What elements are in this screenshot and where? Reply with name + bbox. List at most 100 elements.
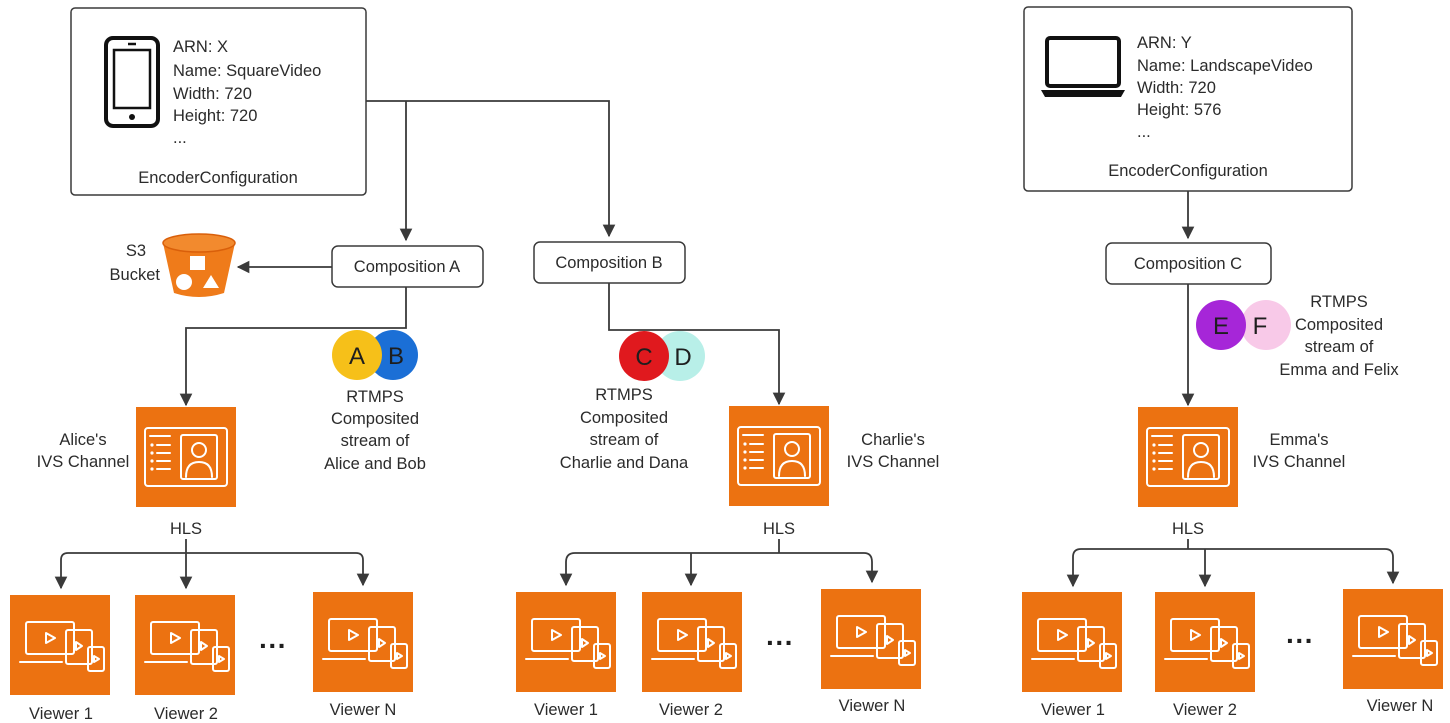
edge-hls-3-bar: [1072, 548, 1394, 558]
phone-icon: [104, 36, 160, 128]
viewer-1-label: Viewer 1: [534, 701, 598, 719]
viewer-ellipsis: ···: [1286, 625, 1314, 656]
encoder-y-width: Width: 720: [1137, 79, 1216, 97]
encoder-config-x: ARN: X Name: SquareVideo Width: 720 Heig…: [70, 7, 367, 196]
s3-bucket-icon: [162, 233, 236, 297]
viewer-group-1: ··· Viewer 1 Viewer 2 Viewer N: [10, 592, 413, 723]
ivs-channel-alice: Alice's IVS Channel HLS: [37, 407, 236, 538]
encoder-config-y: ARN: Y Name: LandscapeVideo Width: 720 H…: [1023, 6, 1353, 192]
participant-d-letter: D: [674, 344, 691, 371]
composition-c: Composition C: [1105, 242, 1272, 285]
participant-d-avatar: [655, 331, 705, 381]
participant-e-letter: E: [1213, 313, 1229, 340]
ivs-channel-icon: [729, 406, 829, 506]
channel-emma-hls: HLS: [1172, 520, 1204, 538]
caption-ef-line-1: RTMPS: [1310, 293, 1367, 311]
composition-a: Composition A: [331, 245, 484, 288]
participant-b-letter: B: [388, 343, 404, 370]
participant-a-letter: A: [349, 343, 365, 370]
ivs-channel-emma: Emma's IVS Channel HLS: [1138, 407, 1345, 538]
participant-a-avatar: [332, 330, 382, 380]
ivs-channel-charlie: Charlie's IVS Channel HLS: [729, 406, 939, 538]
edge-composition-a-to-alice-channel: [179, 287, 407, 407]
encoder-x-arn: ARN: X: [173, 38, 228, 56]
participant-f-letter: F: [1253, 313, 1268, 340]
s3-label-line-1: S3: [126, 242, 146, 260]
viewer-devices-icon: [1343, 589, 1443, 689]
laptop-icon: [1041, 36, 1125, 97]
viewer-devices-icon: [10, 595, 110, 695]
participants-ef: E F RTMPS Composited stream of Emma and …: [1196, 293, 1399, 379]
viewer-devices-icon: [821, 589, 921, 689]
channel-charlie-label-line-2: IVS Channel: [847, 453, 940, 471]
ivs-channel-icon: [1138, 407, 1238, 507]
edge-composition-b-to-charlie-channel: [608, 283, 786, 406]
participant-e-avatar: [1196, 300, 1246, 350]
channel-charlie-label-line-1: Charlie's: [861, 431, 925, 449]
caption-cd-line-4: Charlie and Dana: [560, 454, 689, 472]
participant-b-avatar: [368, 330, 418, 380]
caption-ab-line-4: Alice and Bob: [324, 455, 426, 473]
viewer-n-label: Viewer N: [1367, 697, 1434, 715]
viewer-group-3: ··· Viewer 1 Viewer 2 Viewer N: [1022, 589, 1443, 719]
viewer-2-label: Viewer 2: [1173, 701, 1237, 719]
viewer-n-label: Viewer N: [839, 697, 906, 715]
channel-alice-hls: HLS: [170, 520, 202, 538]
encoder-x-height: Height: 720: [173, 107, 257, 125]
viewer-1-label: Viewer 1: [1041, 701, 1105, 719]
viewer-devices-icon: [642, 592, 742, 692]
composition-c-label: Composition C: [1134, 255, 1242, 273]
s3-label-line-2: Bucket: [110, 266, 161, 284]
encoder-y-more: ...: [1137, 123, 1151, 141]
participant-c-avatar: [619, 331, 669, 381]
encoder-x-width: Width: 720: [173, 85, 252, 103]
caption-ef-line-4: Emma and Felix: [1279, 361, 1399, 379]
caption-cd-line-2: Composited: [580, 409, 668, 427]
caption-cd-line-1: RTMPS: [595, 386, 652, 404]
viewer-ellipsis: ···: [259, 630, 287, 661]
channel-alice-label-line-2: IVS Channel: [37, 453, 130, 471]
participant-f-avatar: [1241, 300, 1291, 350]
channel-emma-label-line-1: Emma's: [1269, 431, 1328, 449]
s3-bucket: S3 Bucket: [110, 233, 236, 297]
composition-a-label: Composition A: [354, 258, 460, 276]
edge-hls-2-bar: [565, 552, 873, 563]
caption-ef-line-3: stream of: [1305, 338, 1374, 356]
caption-ab-line-1: RTMPS: [346, 388, 403, 406]
caption-cd-line-3: stream of: [590, 431, 659, 449]
encoder-y-title: EncoderConfiguration: [1108, 162, 1268, 180]
edge-encoder-x-to-composition-b: [366, 100, 616, 238]
connectors: [54, 100, 1400, 590]
ivs-channel-icon: [136, 407, 236, 507]
encoder-y-name: Name: LandscapeVideo: [1137, 57, 1313, 75]
encoder-y-arn: ARN: Y: [1137, 34, 1192, 52]
channel-alice-label-line-1: Alice's: [59, 431, 106, 449]
encoder-x-more: ...: [173, 129, 187, 147]
participants-cd: C D RTMPS Composited stream of Charlie a…: [560, 331, 705, 472]
viewer-devices-icon: [516, 592, 616, 692]
caption-ab-line-3: stream of: [341, 432, 410, 450]
channel-charlie-hls: HLS: [763, 520, 795, 538]
viewer-1-label: Viewer 1: [29, 705, 93, 723]
encoder-x-title: EncoderConfiguration: [138, 169, 298, 187]
viewer-2-label: Viewer 2: [154, 705, 218, 723]
viewer-devices-icon: [1155, 592, 1255, 692]
composition-b: Composition B: [533, 241, 686, 284]
encoder-x-name: Name: SquareVideo: [173, 62, 321, 80]
edge-hls-1-bar: [60, 552, 364, 561]
viewer-group-2: ··· Viewer 1 Viewer 2 Viewer N: [516, 589, 921, 719]
viewer-ellipsis: ···: [766, 627, 794, 658]
participant-c-letter: C: [635, 344, 652, 371]
viewer-n-label: Viewer N: [330, 701, 397, 719]
caption-ab-line-2: Composited: [331, 410, 419, 428]
viewer-devices-icon: [313, 592, 413, 692]
encoder-y-height: Height: 576: [1137, 101, 1221, 119]
viewer-devices-icon: [135, 595, 235, 695]
participants-ab: A B RTMPS Composited stream of Alice and…: [324, 330, 426, 473]
viewer-devices-icon: [1022, 592, 1122, 692]
composition-b-label: Composition B: [555, 254, 662, 272]
channel-emma-label-line-2: IVS Channel: [1253, 453, 1346, 471]
viewer-2-label: Viewer 2: [659, 701, 723, 719]
caption-ef-line-2: Composited: [1295, 316, 1383, 334]
